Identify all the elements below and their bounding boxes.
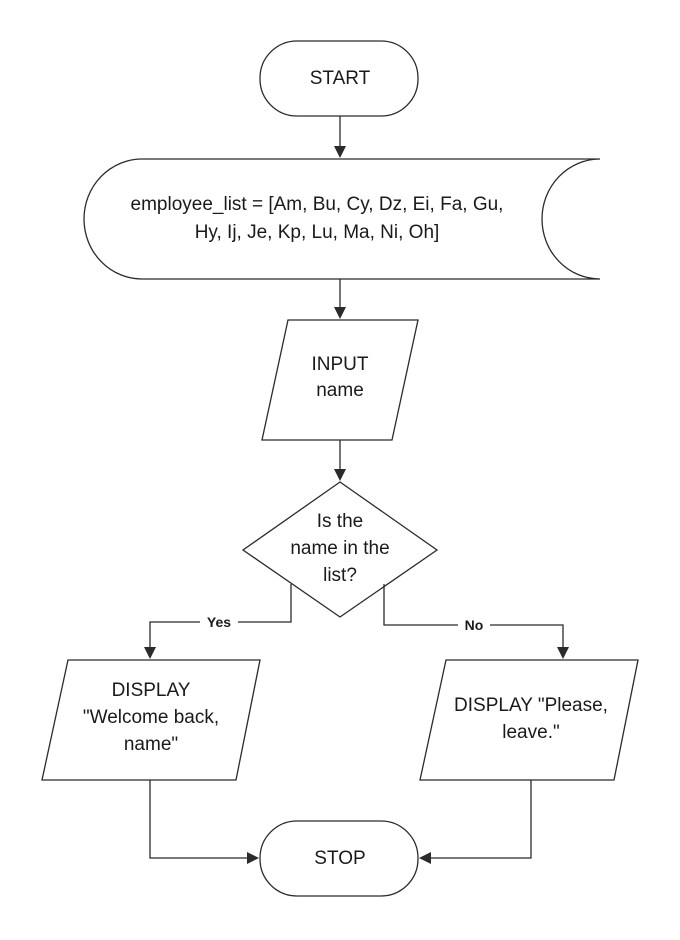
connector-decision-yes: Yes [144,584,292,659]
decision-line-2: name in the [290,538,389,559]
decision-line-3: list? [323,565,357,586]
display-leave-line-1: DISPLAY "Please, [454,695,608,716]
connector-list-to-input [334,279,346,319]
connector-decision-no: No [383,584,569,659]
input-line-1: INPUT [312,354,369,375]
yes-label: Yes [207,614,231,630]
connector-welcome-to-stop [149,780,259,864]
display-welcome-node[interactable]: DISPLAY "Welcome back, name" [41,659,261,781]
display-welcome-line-1: DISPLAY [112,680,191,701]
stop-node[interactable]: STOP [259,820,419,897]
connector-leave-to-stop [419,780,532,864]
display-leave-line-2: leave." [502,722,559,743]
input-line-2: name [316,380,364,401]
connector-start-to-list [334,116,346,158]
start-label: START [310,68,371,89]
stop-label: STOP [314,848,365,869]
decision-line-1: Is the [317,511,363,532]
employee-list-node[interactable]: employee_list = [Am, Bu, Cy, Dz, Ei, Fa,… [83,158,601,280]
display-welcome-line-2: "Welcome back, [83,707,219,728]
no-label: No [465,617,484,633]
start-node[interactable]: START [259,40,419,117]
decision-node[interactable]: Is the name in the list? [241,481,439,618]
connector-input-to-decision [334,440,346,481]
input-node[interactable]: INPUT name [261,319,419,441]
display-welcome-line-3: name" [124,734,178,755]
display-leave-node[interactable]: DISPLAY "Please, leave." [419,659,639,781]
employee-list-line-2: Hy, Ij, Je, Kp, Lu, Ma, Ni, Oh] [195,222,440,243]
employee-list-line-1: employee_list = [Am, Bu, Cy, Dz, Ei, Fa,… [131,194,504,215]
